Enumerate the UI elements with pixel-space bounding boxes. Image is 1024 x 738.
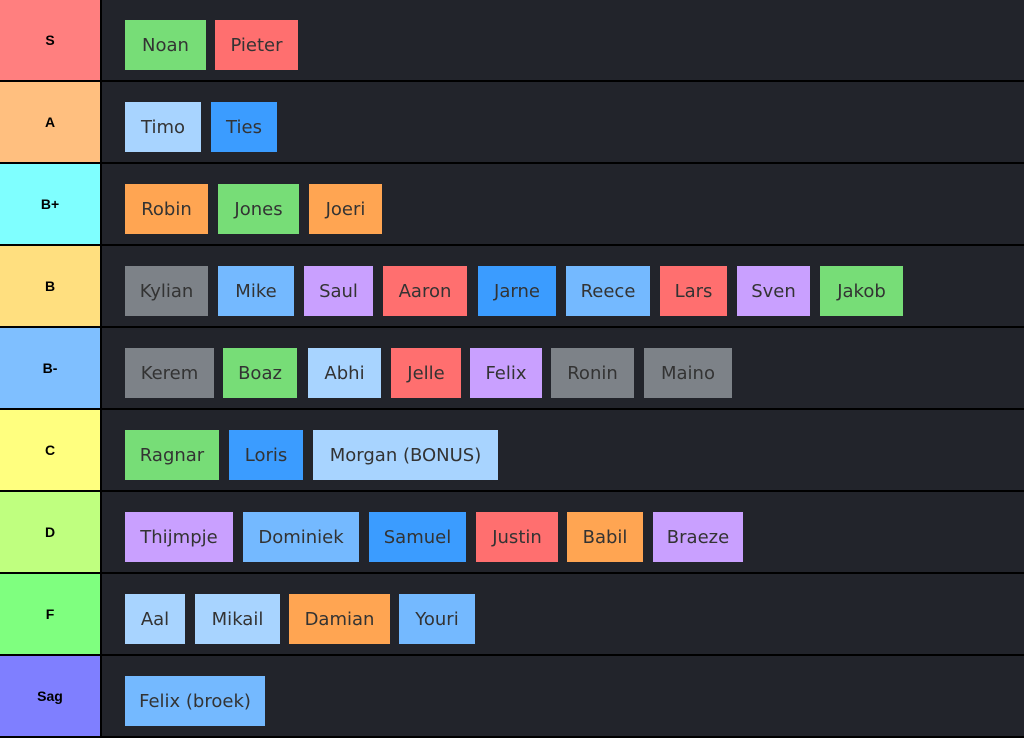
tier-item-card[interactable]: Noan: [125, 20, 206, 70]
tier-label: Sag: [0, 656, 100, 736]
tier-item-card[interactable]: Ronin: [551, 348, 634, 398]
tier-item-card[interactable]: Jelle: [391, 348, 461, 398]
tier-item-card[interactable]: Aal: [125, 594, 185, 644]
tier-item-card[interactable]: Loris: [229, 430, 303, 480]
tier-item-card[interactable]: Jones: [218, 184, 299, 234]
tier-item-card[interactable]: Maino: [644, 348, 732, 398]
tier-item-card[interactable]: Saul: [304, 266, 373, 316]
tier-label: A: [0, 82, 100, 162]
tier-item-card[interactable]: Lars: [660, 266, 727, 316]
tier-label: D: [0, 492, 100, 572]
tier-item-card[interactable]: Aaron: [383, 266, 467, 316]
tier-item-card[interactable]: Reece: [566, 266, 650, 316]
tier-item-card[interactable]: Mikail: [195, 594, 280, 644]
tier-item-card[interactable]: Pieter: [215, 20, 298, 70]
tier-label: B-: [0, 328, 100, 408]
tier-item-card[interactable]: Joeri: [309, 184, 382, 234]
tier-item-card[interactable]: Felix (broek): [125, 676, 265, 726]
tier-item-card[interactable]: Kylian: [125, 266, 208, 316]
tier-label: F: [0, 574, 100, 654]
tier-item-card[interactable]: Youri: [399, 594, 475, 644]
tier-item-card[interactable]: Mike: [218, 266, 294, 316]
tier-label: B+: [0, 164, 100, 244]
tier-item-card[interactable]: Felix: [470, 348, 542, 398]
tier-item-card[interactable]: Jakob: [820, 266, 903, 316]
tier-item-card[interactable]: Thijmpje: [125, 512, 233, 562]
tier-item-card[interactable]: Damian: [289, 594, 390, 644]
tier-item-card[interactable]: Babil: [567, 512, 643, 562]
tier-items: Felix (broek): [102, 656, 1024, 736]
tier-item-card[interactable]: Sven: [737, 266, 810, 316]
tier-label: C: [0, 410, 100, 490]
tier-item-card[interactable]: Abhi: [308, 348, 381, 398]
tier-label: B: [0, 246, 100, 326]
tier-item-card[interactable]: Ragnar: [125, 430, 219, 480]
tier-item-card[interactable]: Boaz: [223, 348, 297, 398]
tier-item-card[interactable]: Samuel: [369, 512, 466, 562]
tier-item-card[interactable]: Dominiek: [243, 512, 359, 562]
tier-item-card[interactable]: Kerem: [125, 348, 214, 398]
tier-item-card[interactable]: Morgan (BONUS): [313, 430, 498, 480]
tier-item-card[interactable]: Jarne: [478, 266, 556, 316]
tier-item-card[interactable]: Robin: [125, 184, 208, 234]
tier-item-card[interactable]: Timo: [125, 102, 201, 152]
tier-row: Sag Felix (broek): [0, 656, 1024, 736]
tier-item-card[interactable]: Justin: [476, 512, 558, 562]
tier-item-card[interactable]: Ties: [211, 102, 277, 152]
tier-label: S: [0, 0, 100, 80]
tier-item-card[interactable]: Braeze: [653, 512, 743, 562]
